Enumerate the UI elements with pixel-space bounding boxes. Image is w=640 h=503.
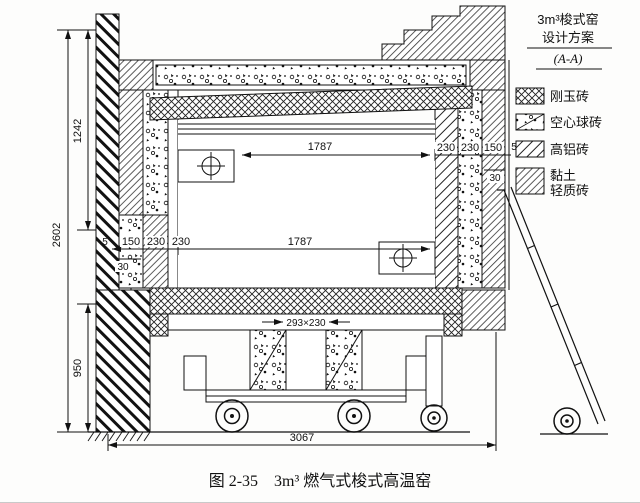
legend-item-corundum: 刚玉砖 bbox=[515, 87, 589, 105]
ground-hatch bbox=[87, 431, 151, 442]
car-deck-end-right bbox=[443, 313, 463, 337]
wheel-4 bbox=[553, 407, 581, 435]
clay-lightweight-swatch bbox=[515, 167, 545, 195]
legend-item-hollow-sphere: 空心球砖 bbox=[515, 113, 602, 131]
figure-number: 图 2-35 bbox=[208, 472, 259, 490]
car-wheels bbox=[215, 399, 581, 435]
label-backing bbox=[120, 236, 142, 247]
title-block-line2: 设计方案 bbox=[542, 30, 594, 45]
dim-right-offset: 30 bbox=[489, 173, 501, 184]
label-backing bbox=[145, 236, 167, 247]
car-deck-corundum bbox=[149, 287, 463, 315]
figure-title: 3m³ 燃气式梭式高温窑 bbox=[274, 472, 432, 490]
roof-slab-right-block bbox=[469, 59, 506, 91]
high-alumina-swatch bbox=[515, 140, 545, 158]
kiln-section-drawing: 2602 1242 950 1787 230 230 150 5 30 5 15… bbox=[51, 5, 612, 451]
roof-course-lines bbox=[178, 123, 435, 135]
legend-label-high-alumina: 高铝砖 bbox=[550, 142, 589, 157]
lower-dimension-row bbox=[112, 243, 430, 260]
dim-right-wall-b: 230 bbox=[461, 142, 479, 154]
label-backing bbox=[115, 261, 132, 272]
label-backing bbox=[487, 172, 504, 183]
roof-slab-left-block bbox=[118, 59, 154, 91]
dim-right-wall-a: 230 bbox=[437, 142, 455, 154]
ground bbox=[87, 431, 608, 442]
right-wall-mid bbox=[457, 89, 483, 289]
right-wall-inner bbox=[434, 89, 459, 289]
dim-chamber-upper: 1787 bbox=[308, 141, 332, 153]
right-wall bbox=[434, 89, 506, 289]
label-backing bbox=[170, 236, 192, 247]
burner-block-left bbox=[177, 149, 235, 183]
left-wall-mid-lower bbox=[142, 214, 169, 289]
label-backing bbox=[435, 142, 457, 153]
kiln-chamber bbox=[149, 85, 473, 288]
dim-lower-height: 950 bbox=[72, 359, 84, 377]
legend-item-clay-lightweight: 黏土 轻质砖 bbox=[515, 167, 589, 198]
dim-right-wall-c: 150 bbox=[484, 142, 502, 154]
stepped-masonry bbox=[381, 5, 506, 61]
dim-upper-height: 1242 bbox=[72, 119, 84, 143]
car-flue-channel bbox=[285, 329, 327, 391]
left-wall-outer-upper bbox=[118, 89, 144, 216]
dim-chamber-lower: 1787 bbox=[288, 236, 312, 248]
right-wall-outer bbox=[481, 89, 506, 289]
car-deck-end-left bbox=[149, 313, 169, 337]
car-bracket-right bbox=[405, 355, 429, 391]
bottom-dimension bbox=[107, 332, 497, 451]
roof-insulation-layer bbox=[155, 64, 467, 86]
legend-label-hollow-sphere: 空心球砖 bbox=[550, 115, 602, 130]
wheel-1 bbox=[215, 399, 249, 433]
dim-flue-opening: 293×230 bbox=[286, 318, 326, 329]
label-backing bbox=[459, 142, 481, 153]
kiln-car bbox=[149, 287, 463, 407]
title-block-line1: 3m³梭式窑 bbox=[537, 12, 598, 27]
legend: 刚玉砖 空心球砖 高铝砖 黏土 轻质砖 bbox=[515, 87, 602, 198]
car-bracket-left bbox=[183, 355, 207, 391]
legend-label-clay-line2: 轻质砖 bbox=[550, 183, 589, 198]
dim-total-width: 3067 bbox=[290, 432, 314, 444]
dim-left-wall-a: 150 bbox=[122, 236, 140, 248]
title-block: 3m³梭式窑 设计方案 (A-A) bbox=[527, 12, 612, 70]
legend-label-corundum: 刚玉砖 bbox=[550, 89, 589, 104]
dim-left-offset: 30 bbox=[117, 262, 129, 273]
label-backing bbox=[483, 142, 504, 153]
title-block-section: (A-A) bbox=[554, 51, 583, 66]
legend-item-high-alumina: 高铝砖 bbox=[515, 140, 589, 158]
legend-label-clay-line1: 黏土 bbox=[550, 168, 576, 183]
dim-right-gap: 5 bbox=[511, 142, 517, 153]
dim-left-wall-b: 230 bbox=[147, 236, 165, 248]
roof-arch-corundum bbox=[149, 85, 473, 121]
top-structure bbox=[118, 5, 510, 290]
dim-left-gap: 5 bbox=[102, 237, 108, 248]
corundum-swatch bbox=[515, 87, 545, 105]
figure-caption: 图 2-35 3m³ 燃气式梭式高温窑 bbox=[0, 455, 640, 503]
hollow-sphere-swatch-line bbox=[515, 113, 545, 131]
wheel-2 bbox=[337, 399, 371, 433]
wheel-3 bbox=[420, 404, 448, 432]
dim-left-wall-c: 230 bbox=[172, 236, 190, 248]
left-wall-outer-lower bbox=[118, 214, 144, 289]
right-foundation-step bbox=[461, 289, 506, 331]
dim-total-height: 2602 bbox=[51, 223, 63, 247]
left-dimensions bbox=[57, 29, 96, 433]
left-foundation-block bbox=[95, 289, 151, 433]
burner-block-right bbox=[378, 241, 436, 275]
right-support-leg bbox=[425, 335, 443, 407]
inclined-brace bbox=[497, 186, 606, 425]
